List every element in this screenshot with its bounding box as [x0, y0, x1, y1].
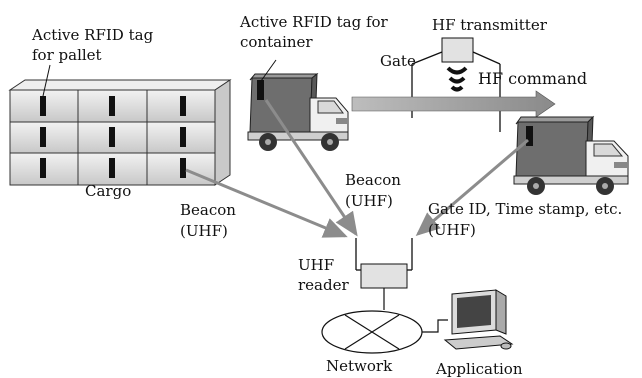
hf-signal-icon	[446, 66, 468, 92]
container-tag-pointer	[260, 59, 277, 82]
container-tag-label-line1: Active RFID tag for	[239, 13, 389, 31]
gate-info-label: Gate ID, Time stamp, etc. (UHF)	[428, 200, 622, 239]
hf-transmitter-box	[441, 37, 474, 63]
pallet-tag-label: Active RFID tag for pallet	[31, 26, 154, 64]
uhf-reader-label-line2: reader	[298, 276, 349, 294]
gate-truck	[513, 115, 629, 195]
uhf-reader	[355, 238, 413, 289]
beacon-left-label: Beacon (UHF)	[180, 201, 236, 240]
uhf-reader-label: UHF reader	[298, 256, 349, 294]
pallet-tag-pointer	[42, 64, 51, 97]
gate-structure	[411, 51, 501, 132]
network-app-link	[422, 319, 448, 333]
network-icon	[321, 310, 423, 354]
gate-label: Gate	[380, 52, 416, 70]
application-label: Application	[435, 360, 523, 378]
gate-info-label-line2: (UHF)	[428, 221, 476, 239]
beacon-arrow-pallet	[185, 168, 348, 238]
gate-info-label-line1: Gate ID, Time stamp, etc.	[428, 200, 622, 218]
container-rfid-tag	[257, 80, 264, 100]
computer-icon	[443, 289, 514, 350]
pallet-rfid-tags	[40, 96, 186, 178]
hf-transmitter-label: HF transmitter	[432, 16, 548, 34]
hf-command-label: HF command	[478, 69, 587, 88]
pallet-tag-label-line2: for pallet	[32, 46, 102, 64]
beacon-left-label-line1: Beacon	[180, 201, 236, 219]
beacon-center-label-line1: Beacon	[345, 171, 401, 189]
container-truck	[247, 72, 349, 151]
uhf-reader-label-line1: UHF	[298, 256, 334, 274]
beacon-center-label-line2: (UHF)	[345, 192, 393, 210]
beacon-arrow-container	[264, 99, 358, 237]
hf-command-arrow	[351, 90, 556, 118]
cargo-label: Cargo	[85, 182, 131, 200]
beacon-center-label: Beacon (UHF)	[345, 171, 401, 210]
pallet-tag-label-line1: Active RFID tag	[31, 26, 154, 44]
container-tag-label: Active RFID tag for container	[239, 13, 389, 51]
container-tag-label-line2: container	[240, 33, 313, 51]
network-label: Network	[326, 357, 393, 375]
beacon-left-label-line2: (UHF)	[180, 222, 228, 240]
gate-info-arrow	[415, 138, 529, 236]
beacon-arrows	[185, 99, 529, 238]
